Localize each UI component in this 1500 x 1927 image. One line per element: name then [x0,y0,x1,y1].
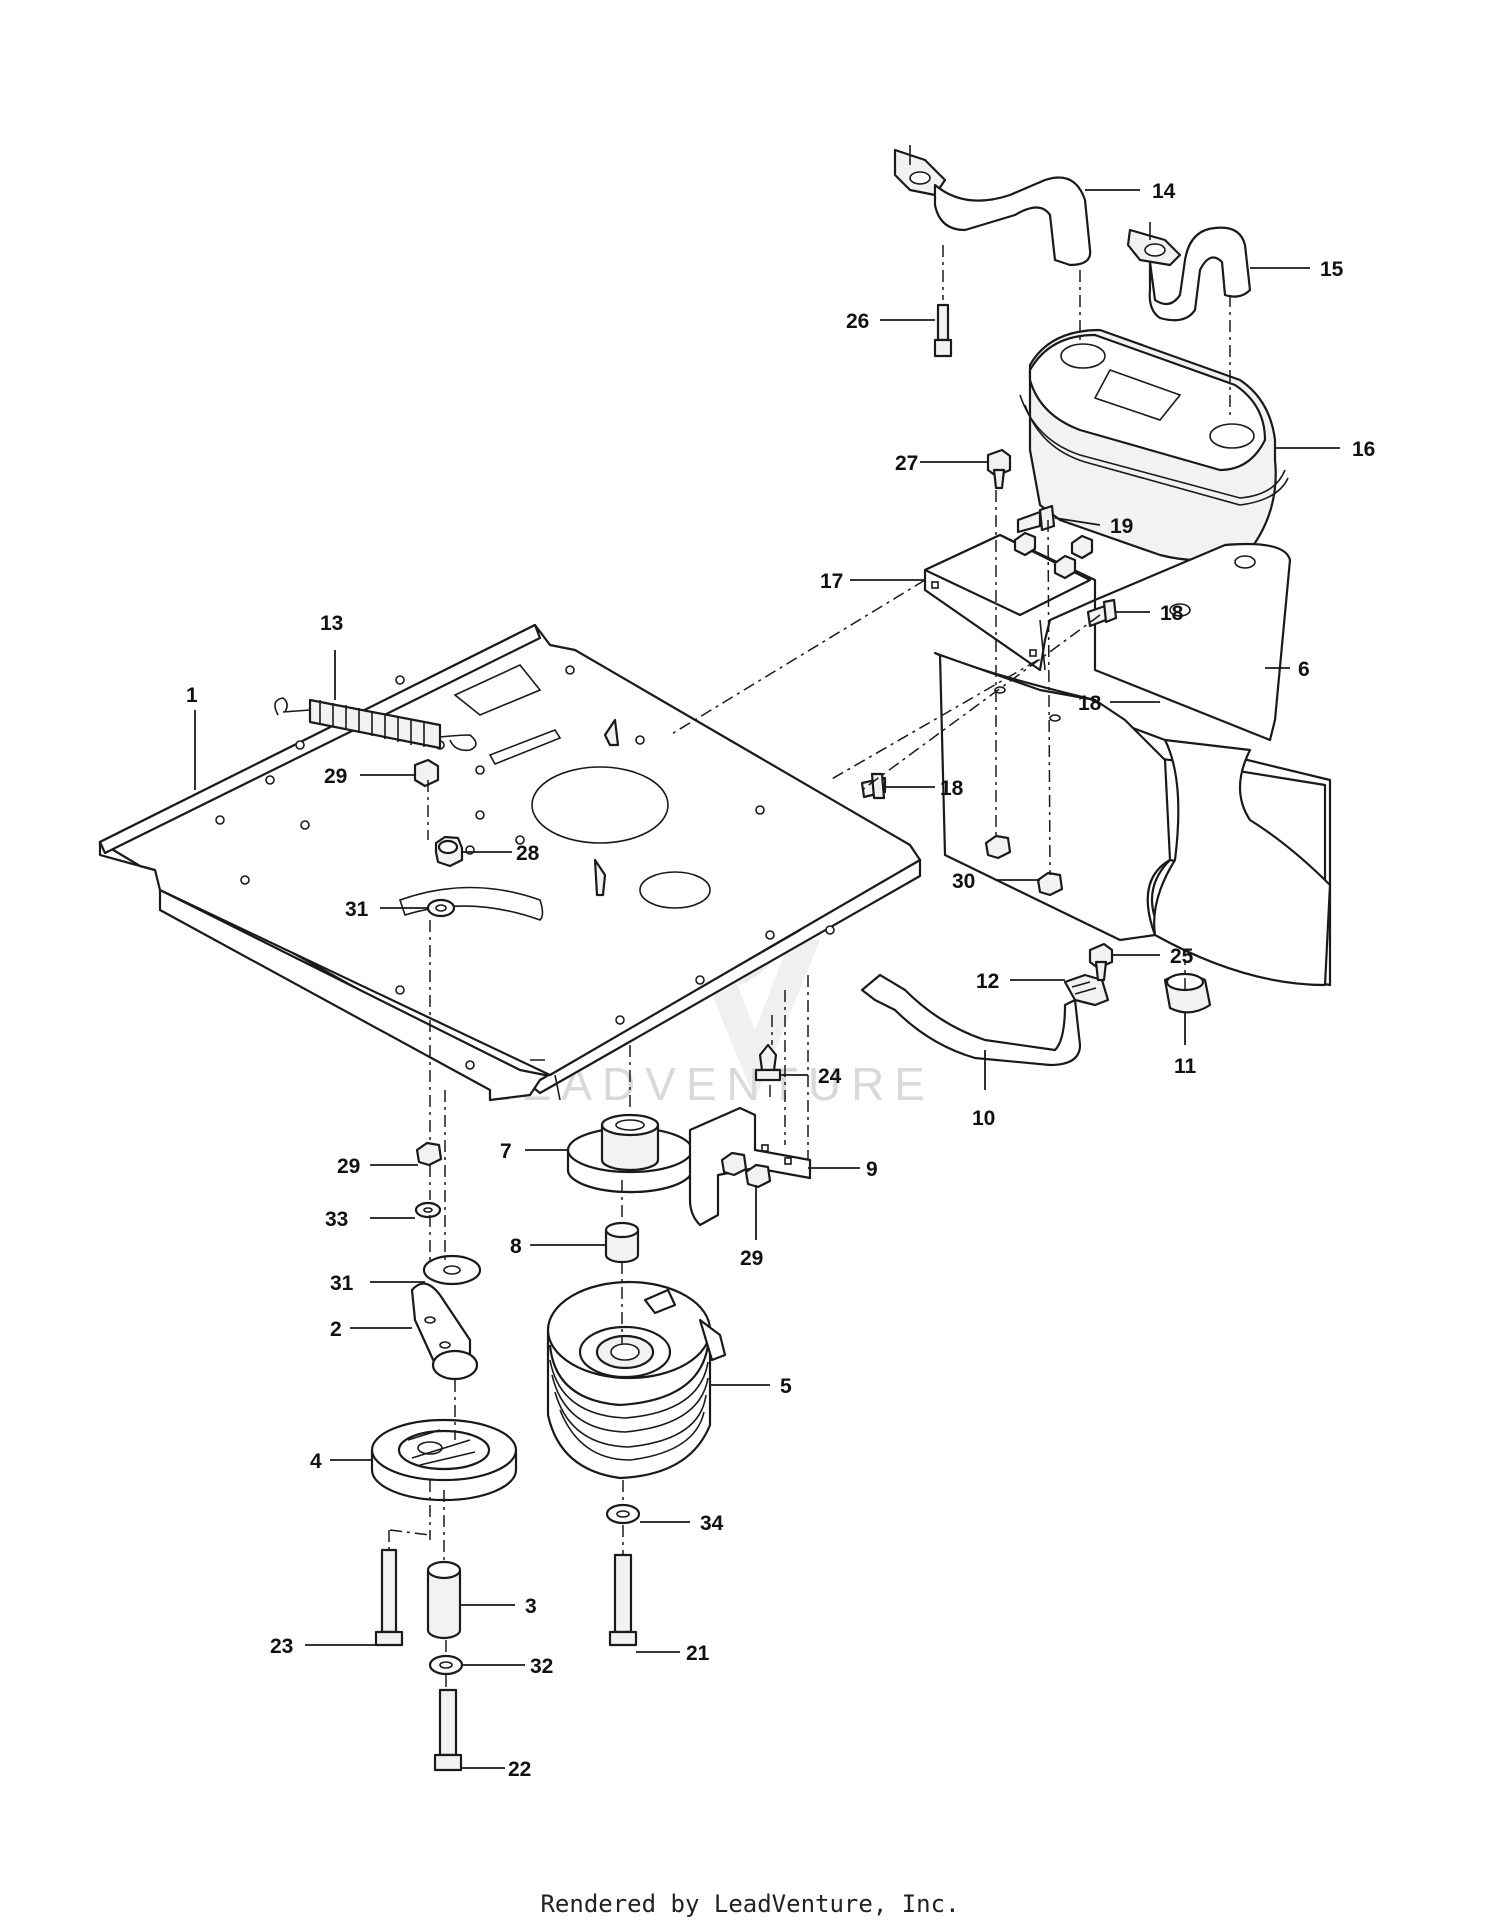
callout-label: 23 [270,1635,293,1658]
exhaust-pipe-14 [893,145,1092,267]
bolt-19 [1086,598,1118,628]
bolt-25 [1088,942,1114,982]
callout-label: 21 [686,1642,710,1665]
callouts: 14 15 26 16 27 19 17 18 6 18 13 1 29 28 … [186,180,1375,1781]
pto-clutch [546,1280,727,1480]
bolt-27 [986,448,1012,490]
callout-label: 10 [972,1107,995,1130]
callout-label: 4 [310,1450,322,1473]
bolt-24 [754,1043,782,1082]
callout-label: 14 [1152,180,1176,203]
callout-label: 19 [1110,515,1133,538]
bracket-9 [688,1106,812,1227]
heat-shield [933,542,1332,987]
fuel-hose [860,973,1110,1067]
callout-label: 8 [510,1235,522,1258]
callout-label: 12 [976,970,999,993]
callout-label: 1 [186,684,198,707]
bolt-21 [608,1553,638,1647]
bolt-20 [1016,504,1056,534]
callout-label: 34 [700,1512,724,1535]
nut-30-upper-right [1036,871,1064,897]
main-plate [98,623,922,1102]
callout-label: 9 [866,1158,878,1181]
callout-label: 32 [530,1655,553,1678]
callout-label: 29 [337,1155,360,1178]
callout-label: 18 [1078,692,1102,715]
bushing-8 [604,1221,640,1264]
callout-label: 18 [940,777,964,800]
washer-34 [605,1503,641,1525]
bolt-23 [374,1548,404,1647]
idler-arm [410,1282,479,1381]
callout-label: 29 [324,765,347,788]
bolt-18 [860,772,887,800]
bolt-26 [933,303,953,358]
callout-label: 17 [820,570,843,593]
callout-label: 25 [1170,945,1194,968]
callout-label: 11 [1174,1055,1197,1078]
callout-label: 24 [818,1065,842,1088]
hose-cap [1163,972,1212,1014]
callout-label: 7 [500,1140,512,1163]
callout-label: 18 [1160,602,1184,625]
muffler [1019,328,1289,562]
render-credit: Rendered by LeadVenture, Inc. [540,1890,960,1918]
callout-label: 33 [325,1208,348,1231]
idler-pulley-7 [566,1113,694,1194]
idler-pulley-4 [370,1418,518,1502]
spacer-3 [426,1560,462,1640]
washer-33 [414,1201,442,1219]
hardware-stack-upper [413,758,464,918]
nut-29-lower [415,1141,443,1167]
callout-label: 16 [1352,438,1375,461]
nut-30-lower-a [720,1151,748,1177]
bolt-22 [433,1688,463,1772]
washer-32 [428,1654,464,1676]
callout-label: 3 [525,1595,537,1618]
mounting-bracket [923,531,1097,672]
nut-30-lower-b [744,1163,772,1189]
callout-label: 27 [895,452,918,475]
tension-spring [274,697,477,752]
callout-label: 30 [952,870,975,893]
callout-label: 31 [345,898,369,921]
exhaust-pipe-15 [1126,222,1252,322]
callout-label: 29 [740,1247,763,1270]
callout-label: 22 [508,1758,531,1781]
callout-label: 13 [320,612,343,635]
callout-label: 6 [1298,658,1310,681]
callout-label: 28 [516,842,540,865]
callout-label: 31 [330,1272,354,1295]
assembly-lines [388,245,1231,1690]
callout-label: 5 [780,1375,792,1398]
callout-label: 2 [330,1318,342,1341]
nut-30-upper-left [984,834,1012,860]
washer-31-lower [422,1254,482,1286]
callout-label: 15 [1320,258,1344,281]
callout-label: 26 [846,310,869,333]
